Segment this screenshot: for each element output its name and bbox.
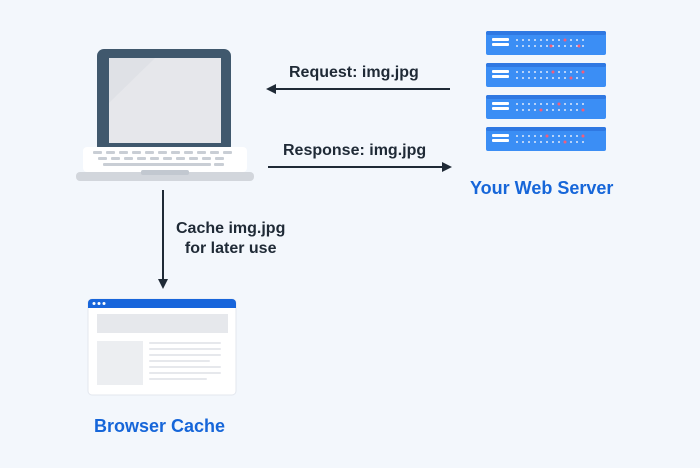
server-unit-4: [486, 127, 606, 151]
browser-window-icon: [87, 298, 237, 396]
cache-label-line-2: for later use: [184, 240, 277, 257]
web-server-label: Your Web Server: [470, 178, 614, 198]
server-unit-3: [486, 95, 606, 119]
server-rack-icon: [486, 31, 606, 151]
response-label: Response: img.jpg: [283, 142, 427, 159]
server-unit-1: [486, 31, 606, 55]
cache-label: Cache img.jpg for later use: [176, 219, 285, 259]
server-unit-2: [486, 63, 606, 87]
browser-cache-label: Browser Cache: [94, 416, 226, 436]
request-label: Request: img.jpg: [289, 64, 419, 81]
cache-label-line-1: Cache img.jpg: [176, 220, 286, 237]
laptop-icon: [76, 49, 254, 181]
